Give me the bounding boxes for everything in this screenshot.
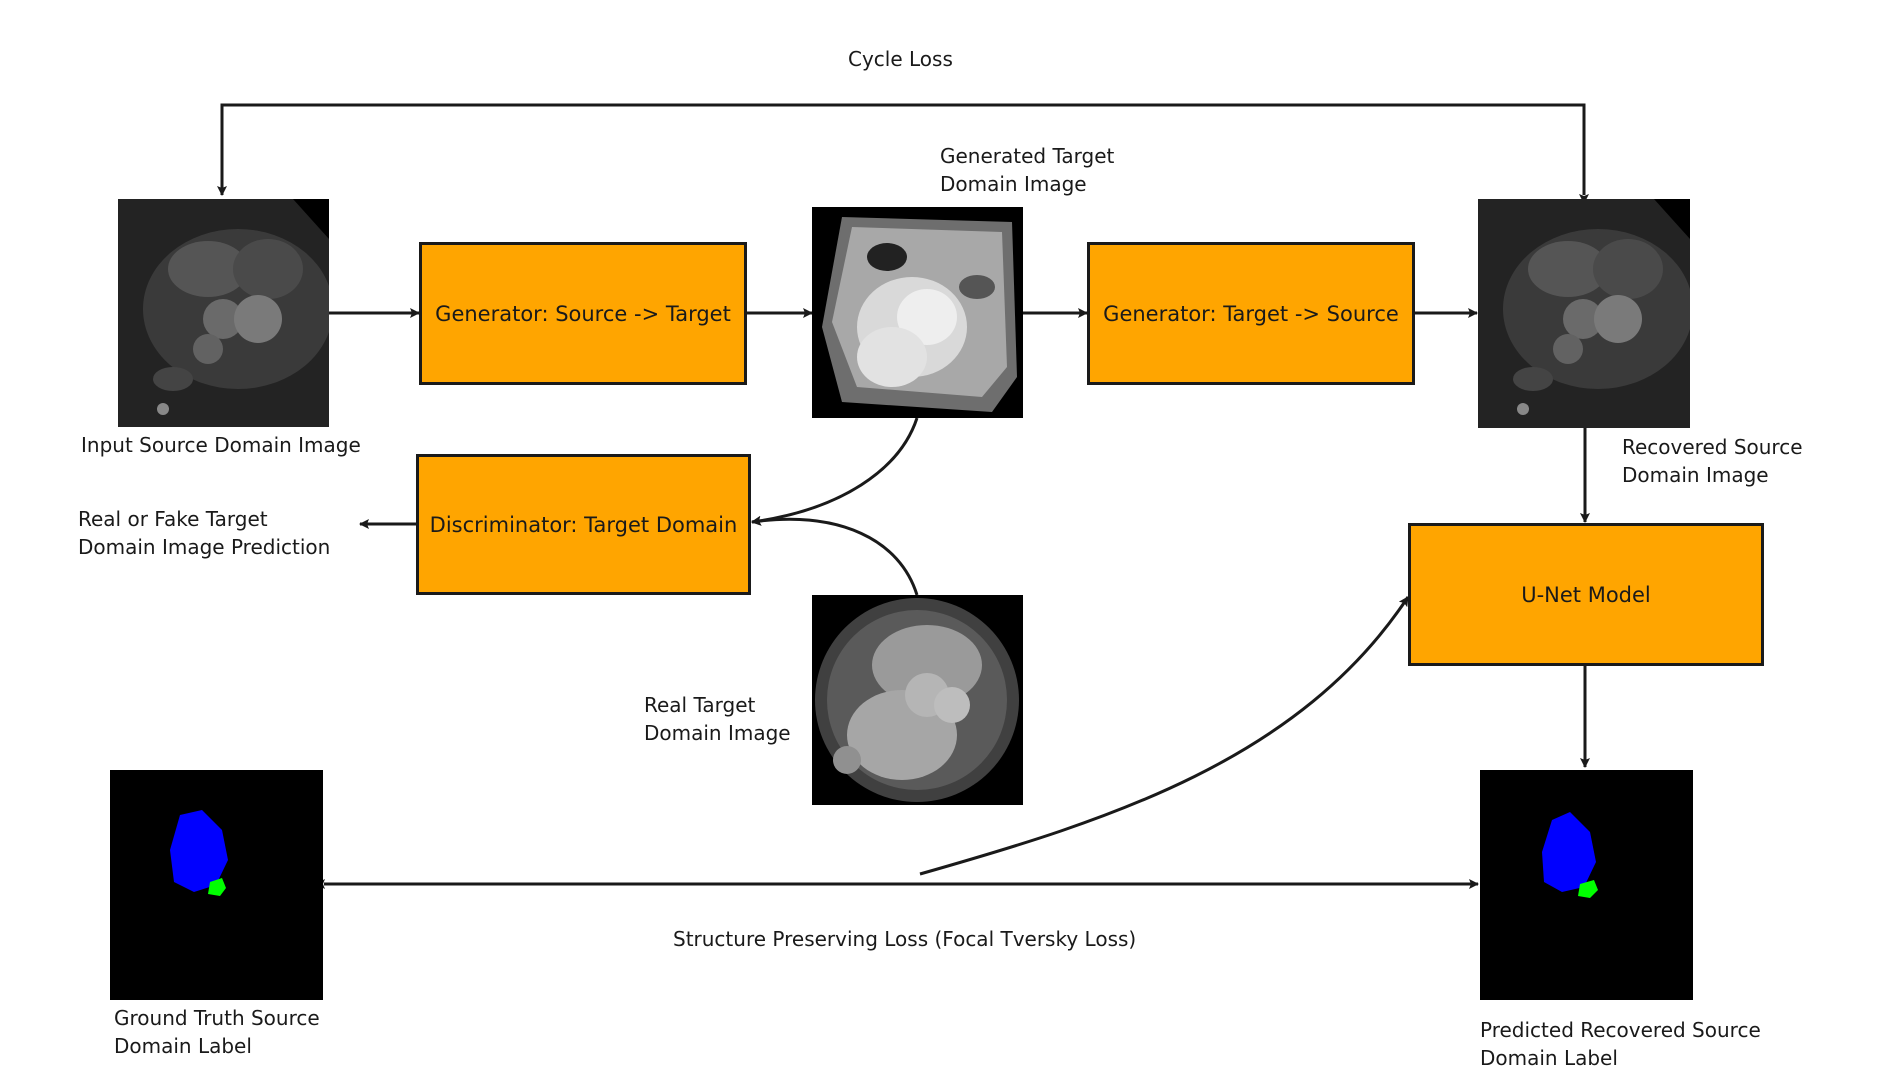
real-target-label-line1: Real Target: [644, 693, 756, 717]
discriminator-label: Discriminator: Target Domain: [429, 512, 738, 537]
generated-target-label-line2: Domain Image: [940, 172, 1087, 196]
generated-target-label: Generated Target Domain Image: [940, 142, 1114, 198]
generator-target-to-source-box: Generator: Target -> Source: [1087, 242, 1415, 385]
real-target-label: Real Target Domain Image: [644, 691, 791, 747]
unet-model-box: U-Net Model: [1408, 523, 1764, 666]
real-or-fake-label: Real or Fake Target Domain Image Predict…: [78, 505, 330, 561]
ground-truth-label-line1: Ground Truth Source: [114, 1006, 320, 1030]
arrow-generated-to-discriminator: [751, 417, 919, 526]
unet-model-label: U-Net Model: [1521, 582, 1651, 607]
generated-target-image: [812, 207, 1023, 418]
recovered-source-label-line1: Recovered Source: [1622, 435, 1803, 459]
recovered-source-label-line2: Domain Image: [1622, 463, 1769, 487]
structure-loss-label: Structure Preserving Loss (Focal Tversky…: [673, 927, 1137, 951]
input-source-label: Input Source Domain Image: [81, 433, 361, 457]
predicted-label: Predicted Recovered Source Domain Label: [1480, 1016, 1761, 1072]
recovered-source-image: [1478, 199, 1690, 428]
generator-source-to-target-label: Generator: Source -> Target: [435, 301, 731, 326]
generator-target-to-source-label: Generator: Target -> Source: [1103, 301, 1399, 326]
real-target-label-line2: Domain Image: [644, 721, 791, 745]
ground-truth-label-line2: Domain Label: [114, 1034, 252, 1058]
ground-truth-label: Ground Truth Source Domain Label: [114, 1004, 320, 1060]
generated-target-label-line1: Generated Target: [940, 144, 1115, 168]
real-or-fake-label-line1: Real or Fake Target: [78, 507, 268, 531]
ground-truth-label-image: [110, 770, 323, 1000]
real-or-fake-label-line2: Domain Image Prediction: [78, 535, 331, 559]
recovered-source-label: Recovered Source Domain Image: [1622, 433, 1803, 489]
generator-source-to-target-box: Generator: Source -> Target: [419, 242, 747, 385]
arrow-loss-to-unet: [919, 596, 1410, 876]
predicted-label-line1: Predicted Recovered Source: [1480, 1018, 1761, 1042]
predicted-label-line2: Domain Label: [1480, 1046, 1618, 1070]
input-source-image: [118, 199, 329, 427]
arrow-real-to-discriminator: [751, 515, 919, 596]
predicted-label-image: [1480, 770, 1693, 1000]
discriminator-box: Discriminator: Target Domain: [416, 454, 751, 595]
cycle-loss-arrow: [217, 103, 1589, 204]
cycle-loss-label: Cycle Loss: [848, 47, 953, 71]
real-target-image: [812, 595, 1023, 805]
